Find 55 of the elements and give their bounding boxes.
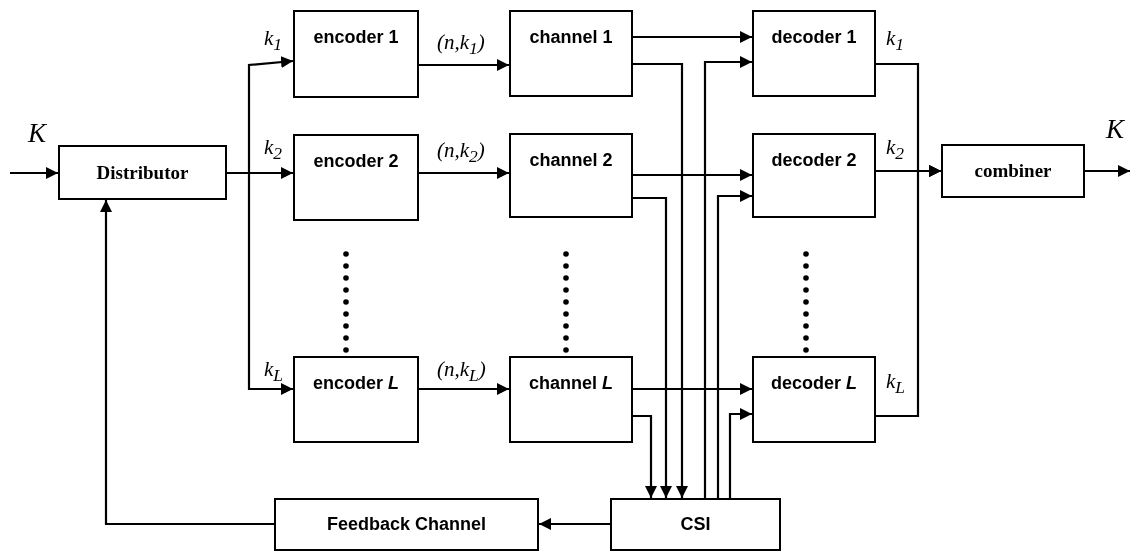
- edge-label: (n,k$_{L}$): [437, 359, 486, 385]
- arrow: [419, 167, 509, 179]
- block-box: [509, 356, 633, 443]
- edge-label: K: [28, 120, 46, 147]
- block-box: [752, 356, 876, 443]
- block-box: [752, 133, 876, 218]
- block-label: channel 2: [529, 149, 613, 172]
- edge-label: k$_{L}$: [886, 371, 906, 397]
- block-label: combiner: [974, 159, 1052, 183]
- block-label: channel L: [529, 372, 613, 395]
- edge-label: k$_{2}$: [886, 137, 905, 163]
- arrow: [876, 165, 941, 418]
- arrow: [633, 31, 752, 43]
- block-box: [58, 145, 227, 200]
- arrow: [633, 169, 752, 181]
- block-label: encoder 2: [313, 150, 399, 173]
- edge-label: k$_{L}$: [264, 359, 284, 385]
- block-box: [293, 134, 419, 221]
- arrow: [728, 408, 752, 498]
- edge-label: (n,k$_{1}$): [437, 32, 485, 58]
- edge-label: K: [1106, 116, 1124, 143]
- edge-label: k$_{2}$: [264, 137, 283, 163]
- block-label: decoder L: [771, 372, 857, 395]
- block-box: [752, 10, 876, 97]
- block-box: [941, 144, 1085, 198]
- arrow: [633, 414, 657, 498]
- block-label: decoder 2: [771, 149, 857, 172]
- arrow: [633, 383, 752, 395]
- arrow: [703, 56, 752, 498]
- arrow: [100, 200, 274, 526]
- block-label: encoder 1: [313, 26, 399, 49]
- block-box: [293, 356, 419, 443]
- arrow: [633, 62, 688, 498]
- block-label: CSI: [680, 513, 711, 536]
- block-label: channel 1: [529, 26, 613, 49]
- arrow: [419, 59, 509, 71]
- block-label: Feedback Channel: [326, 513, 486, 536]
- block-box: [293, 10, 419, 98]
- arrow: [539, 518, 610, 530]
- block-box: [509, 133, 633, 218]
- block-label: Distributor: [96, 160, 189, 185]
- block-label: decoder 1: [771, 26, 857, 49]
- edge-label: k$_{1}$: [264, 28, 283, 54]
- edge-label: k$_{1}$: [886, 28, 905, 54]
- edge-label: (n,k$_{2}$): [437, 140, 485, 166]
- block-box: [610, 498, 781, 551]
- arrow: [419, 383, 509, 395]
- arrow: [1085, 165, 1130, 177]
- arrow: [633, 196, 672, 498]
- block-label: encoder L: [313, 372, 399, 395]
- arrow: [227, 171, 293, 395]
- block-box: [509, 10, 633, 97]
- arrow: [10, 167, 58, 179]
- arrow: [716, 190, 752, 498]
- block-box: [274, 498, 539, 551]
